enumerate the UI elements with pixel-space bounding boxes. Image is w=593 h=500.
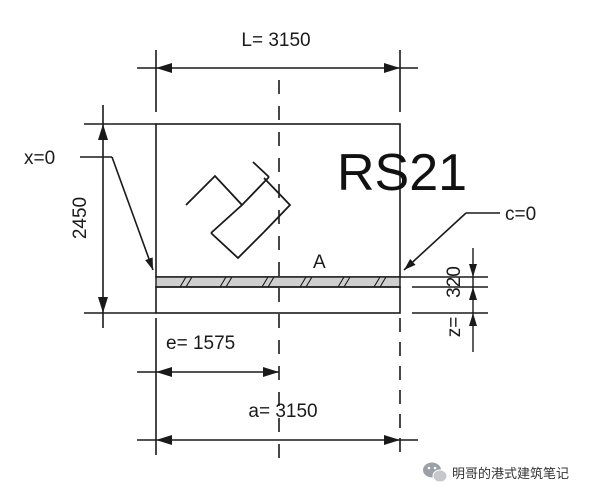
dim-320-label: 320	[444, 266, 465, 298]
top-dimension: L= 3150	[137, 30, 418, 112]
bearing-strip	[155, 276, 401, 288]
top-dimension-label: L= 3150	[241, 30, 310, 51]
x-label: x=0	[24, 148, 55, 169]
x-leader: x=0	[24, 148, 154, 271]
wechat-icon	[423, 462, 448, 483]
mark-title: RS21	[337, 144, 467, 202]
eccentricity-label: e= 1575	[166, 333, 235, 354]
support-member	[155, 286, 401, 314]
bottom-dimension: a= 3150	[137, 318, 418, 455]
watermark: 明哥的港式建筑笔记	[423, 462, 569, 483]
height-dimension: 2450	[70, 105, 156, 328]
dim-z-label: z=	[444, 317, 465, 338]
right-dimensions: 320 z=	[400, 248, 488, 352]
c-label: c=0	[505, 204, 536, 225]
height-dimension-label: 2450	[70, 197, 91, 239]
c-leader: c=0	[403, 204, 536, 271]
watermark-text: 明哥的港式建筑笔记	[452, 466, 569, 482]
fixity-symbol	[185, 161, 292, 260]
point-label: A	[313, 252, 326, 273]
bottom-dimension-label: a= 3150	[248, 401, 317, 422]
eccentricity-dimension: e= 1575	[137, 318, 279, 455]
